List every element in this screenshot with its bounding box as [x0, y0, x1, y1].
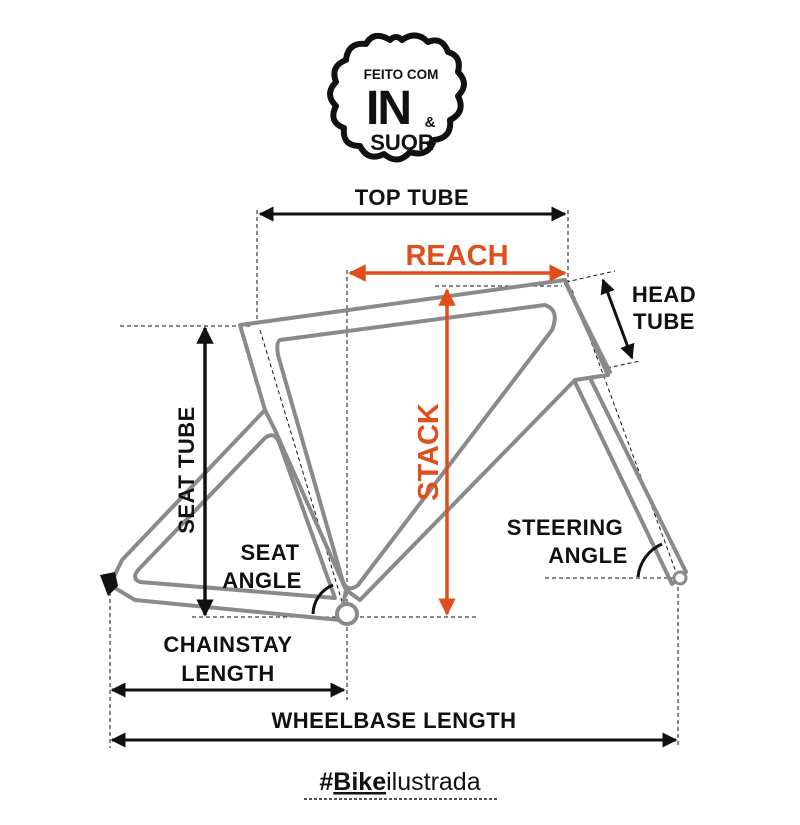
steering-angle-arc — [636, 542, 663, 578]
label-head-tube-line2: TUBE — [633, 309, 695, 334]
label-steering-angle-line2: ANGLE — [548, 543, 628, 568]
logo-text-feito-com: FEITO COM — [364, 67, 439, 82]
frame-front-triangle-inner — [275, 303, 557, 591]
label-chainstay-line1: CHAINSTAY — [163, 632, 292, 657]
footer-brand: #Bikeilustrada — [304, 768, 498, 800]
brand-hash: # — [319, 768, 333, 796]
label-seat-tube: SEAT TUBE — [174, 406, 199, 534]
logo-text-ampersand: & — [425, 114, 436, 131]
feito-com-suor-logo: FEITO COM IN & SUOR — [327, 32, 467, 163]
seat-angle-arc — [311, 583, 334, 615]
brand-rest: ilustrada — [386, 768, 481, 796]
label-seat-angle-line1: SEAT — [240, 540, 299, 565]
brand-text: #Bikeilustrada — [319, 768, 480, 796]
accent-arrows — [348, 264, 567, 616]
logo-text-suor: SUOR — [370, 130, 434, 155]
bike-frame — [100, 278, 688, 626]
label-top-tube: TOP TUBE — [355, 185, 469, 210]
label-seat-angle-line2: ANGLE — [222, 568, 302, 593]
bottom-bracket — [335, 602, 359, 626]
label-chainstay-line2: LENGTH — [181, 661, 274, 686]
label-reach: REACH — [405, 240, 508, 272]
brand-bold: Bike — [333, 768, 386, 796]
dimension-arrows — [110, 206, 678, 748]
head-tube-shape — [564, 282, 612, 374]
label-stack: STACK — [413, 403, 445, 501]
rear-dropout — [100, 572, 118, 596]
label-steering-angle-line1: STEERING — [507, 515, 623, 540]
label-head-tube-line1: HEAD — [632, 282, 696, 307]
front-axle — [672, 570, 688, 586]
dimension-labels: TOP TUBE REACH HEAD TUBE SEAT TUBE STACK… — [163, 185, 696, 733]
logo-text-in: IN — [366, 82, 410, 135]
head-tube-arrow — [600, 278, 635, 360]
logo-cloud-outline — [327, 32, 467, 163]
frame-rear-triangle-inner — [133, 433, 337, 600]
label-wheelbase: WHEELBASE LENGTH — [271, 708, 516, 733]
reference-lines — [109, 210, 679, 748]
